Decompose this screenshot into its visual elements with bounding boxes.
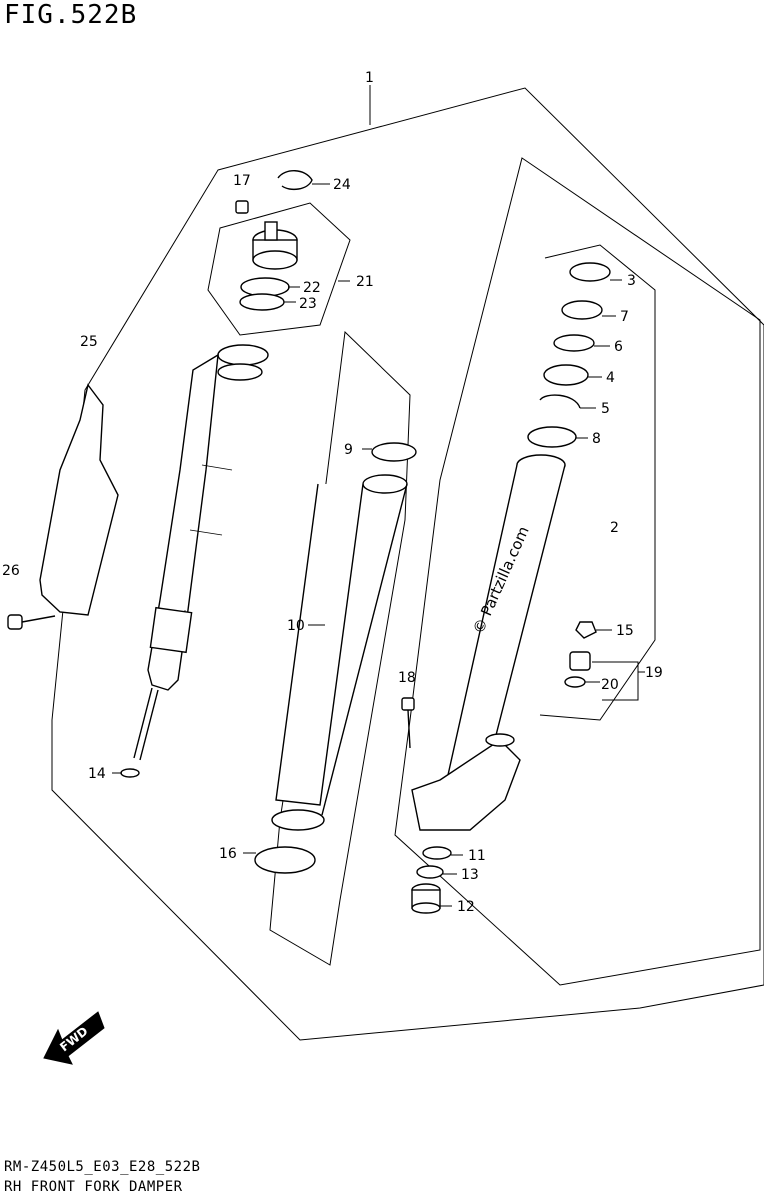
callout-1: 1: [365, 70, 374, 86]
part-22-o-ring: [240, 277, 290, 297]
part-26-bolt: [7, 614, 56, 630]
callout-26: 26: [2, 563, 20, 579]
callout-25: 25: [80, 334, 98, 350]
callout-15: 15: [616, 623, 634, 639]
part-16-o-ring: [254, 846, 316, 874]
callout-11: 11: [468, 848, 486, 864]
callout-10: 10: [287, 618, 305, 634]
callout-18: 18: [398, 670, 416, 686]
callout-4: 4: [606, 370, 615, 386]
part-21-piston-kit: [252, 221, 298, 270]
callout-24: 24: [333, 177, 351, 193]
part-23-o-ring: [239, 293, 285, 311]
callout-12: 12: [457, 899, 475, 915]
part-20-o-ring: [564, 676, 586, 688]
part-4-oil-seal: [543, 364, 589, 386]
assembly-2-boundary: [394, 157, 761, 986]
part-18-bolt: [401, 697, 415, 749]
callout-5: 5: [601, 401, 610, 417]
callout-17: 17: [233, 173, 251, 189]
callout-13: 13: [461, 867, 479, 883]
callout-9: 9: [344, 442, 353, 458]
callout-21: 21: [356, 274, 374, 290]
part-9-o-ring: [371, 442, 417, 462]
fwd-arrow-icon: FWD: [43, 1011, 105, 1065]
part-8-dust-seal: [527, 426, 577, 448]
damper-cartridge: [133, 344, 269, 761]
part-3-bushing: [569, 262, 611, 282]
part-12-cap-bolt: [411, 883, 441, 914]
callout-14: 14: [88, 766, 106, 782]
callout-2: 2: [610, 520, 619, 536]
part-5-clip: [539, 394, 581, 409]
callout-8: 8: [592, 431, 601, 447]
footer-code: RM-Z450L5_E03_E28_522B: [4, 1159, 201, 1175]
callout-6: 6: [614, 339, 623, 355]
callout-7: 7: [620, 309, 629, 325]
callout-20: 20: [601, 677, 619, 693]
part-7-bushing: [561, 300, 603, 320]
part-13-o-ring: [416, 865, 444, 879]
footer-name: RH FRONT FORK DAMPER: [4, 1179, 183, 1195]
part-11-o-ring: [422, 846, 452, 860]
part-10-inner-tube: [271, 474, 408, 831]
part-17-plug: [235, 200, 249, 214]
part-25-guard: [39, 383, 119, 616]
figure-title: FIG.522B: [4, 0, 138, 30]
part-15-bleeder: [575, 621, 597, 639]
callout-19: 19: [645, 665, 663, 681]
part-14-washer: [120, 768, 140, 778]
callout-22: 22: [303, 280, 321, 296]
part-24-snap-ring: [277, 170, 313, 191]
callout-23: 23: [299, 296, 317, 312]
part-6-ring: [553, 334, 595, 352]
assembly-1-boundary: [51, 87, 764, 1041]
kit-21-boundary: [207, 202, 351, 336]
callout-16: 16: [219, 846, 237, 862]
callout-3: 3: [627, 273, 636, 289]
part-2-outer-tube: [411, 454, 566, 831]
part-19-valve: [569, 651, 591, 671]
